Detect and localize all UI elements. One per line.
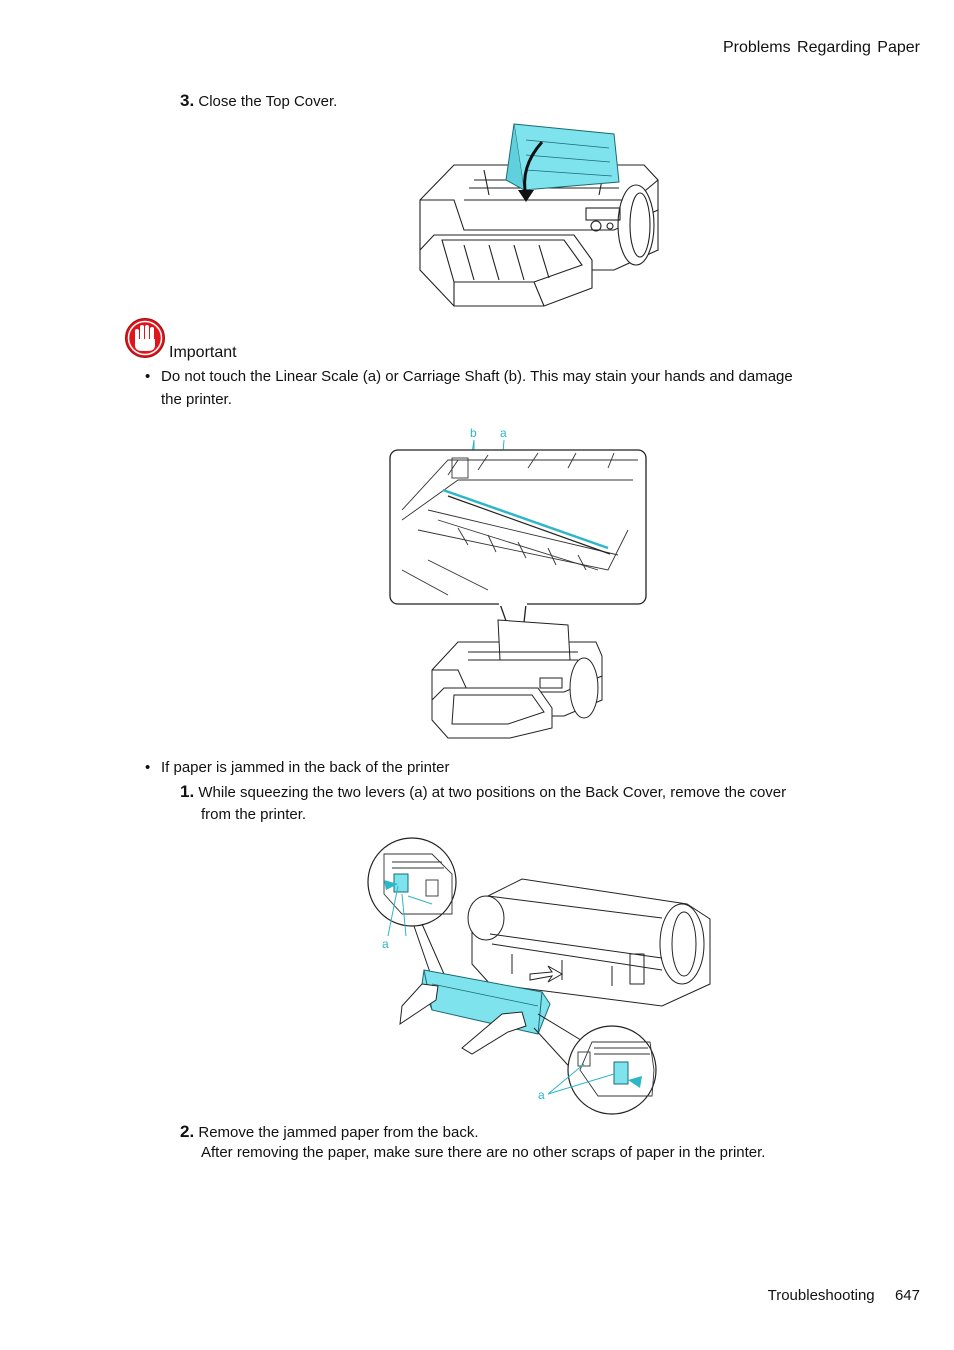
- back-step-1: 1. While squeezing the two levers (a) at…: [180, 780, 786, 804]
- page-number: 647: [894, 1287, 920, 1304]
- step-text: While squeezing the two levers (a) at tw…: [198, 784, 787, 801]
- footer-section: Troubleshooting: [767, 1287, 875, 1304]
- step-number: 3.: [180, 91, 195, 110]
- callout-label-a: a: [500, 426, 507, 440]
- figure-linear-scale-carriage-shaft: b a: [389, 426, 647, 739]
- running-header: Problems Regarding Paper: [723, 39, 920, 56]
- step-text: Remove the jammed paper from the back.: [198, 1124, 479, 1141]
- back-step-1-line-2: from the printer.: [201, 806, 307, 823]
- callout-label-b: b: [470, 426, 477, 440]
- lever-label-left: a: [382, 937, 389, 951]
- page-footer: Troubleshooting 647: [768, 1284, 920, 1307]
- back-step-2-line-2: After removing the paper, make sure ther…: [201, 1144, 766, 1161]
- step-number: 1.: [180, 782, 195, 801]
- important-bullet-line-1: Do not touch the Linear Scale (a) or Car…: [161, 368, 793, 385]
- important-bullet-line-2: the printer.: [161, 391, 232, 408]
- step-text: Close the Top Cover.: [198, 93, 338, 110]
- step-number: 2.: [180, 1122, 195, 1141]
- bullet-marker: •: [145, 759, 151, 776]
- hand-stop-icon: [125, 318, 165, 358]
- bullet-marker: •: [145, 368, 151, 385]
- figure-close-top-cover: [419, 123, 659, 307]
- important-label: Important: [169, 344, 237, 361]
- figure-remove-back-cover: a a: [367, 837, 711, 1115]
- lever-label-right: a: [538, 1088, 545, 1102]
- step-3: 3. Close the Top Cover.: [180, 89, 337, 113]
- back-step-2: 2. Remove the jammed paper from the back…: [180, 1120, 479, 1144]
- back-jam-bullet: If paper is jammed in the back of the pr…: [161, 759, 450, 776]
